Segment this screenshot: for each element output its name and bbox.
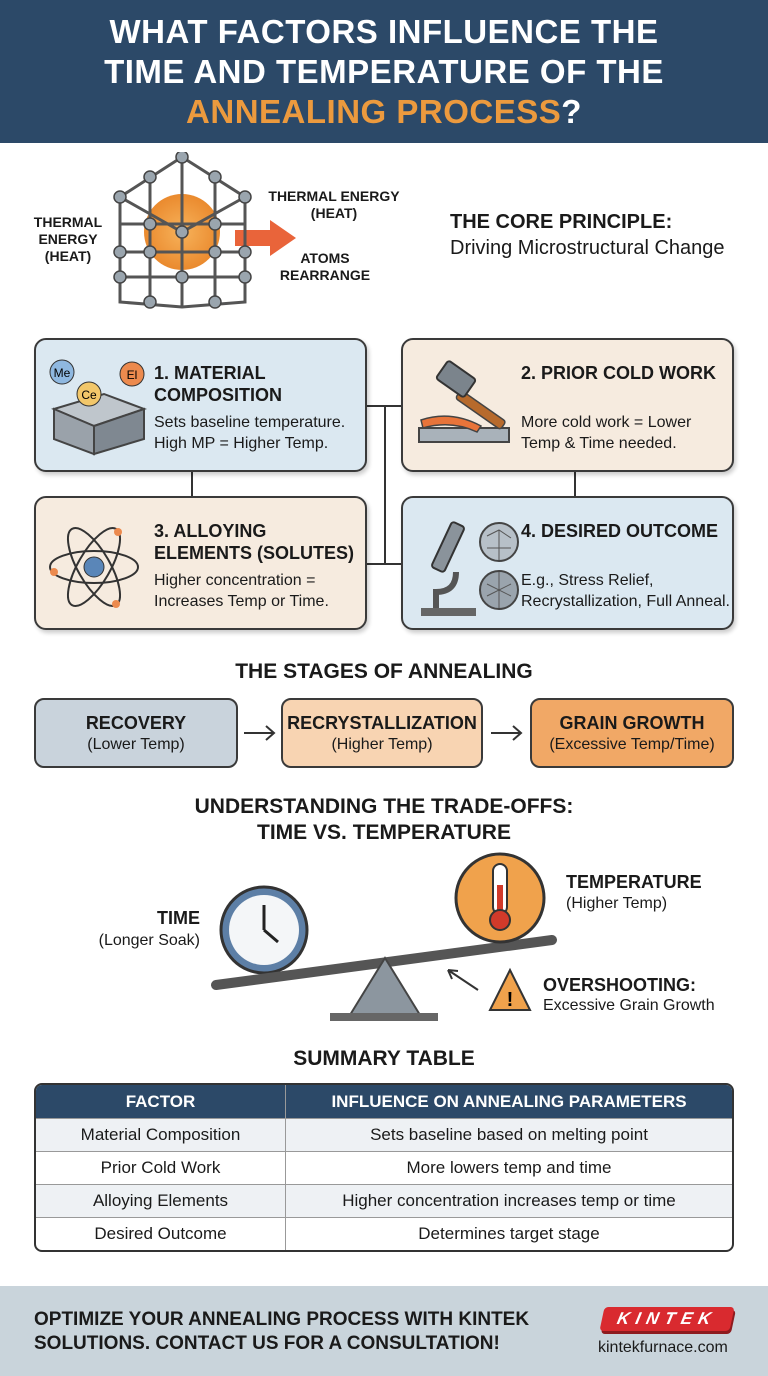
column-header: INFLUENCE ON ANNEALING PARAMETERS [286, 1085, 732, 1118]
footer-banner: OPTIMIZE YOUR ANNEALING PROCESS WITH KIN… [0, 1286, 768, 1376]
hammer-icon [418, 360, 510, 443]
summary-heading: SUMMARY TABLE [293, 1047, 475, 1070]
overshooting-label: OVERSHOOTING: [543, 975, 697, 995]
seesaw-illustration: ! [211, 852, 557, 1021]
stage-sub: (Lower Temp) [87, 735, 185, 753]
cta-line-2: SOLUTIONS. CONTACT US FOR A CONSULTATION… [34, 1333, 500, 1354]
table-cell: More lowers temp and time [286, 1151, 732, 1184]
table-cell: Desired Outcome [36, 1217, 286, 1250]
tradeoffs-heading-2: TIME VS. TEMPERATURE [257, 821, 511, 844]
factor-card-material-composition: Me Ce El 1. MATERIAL COMPOSITION Sets ba… [34, 338, 367, 472]
column-header: FACTOR [36, 1085, 286, 1118]
stage-name: RECRYSTALLIZATION [287, 712, 477, 733]
warning-icon: ! [488, 967, 532, 1011]
kintek-logo: KINTEK [599, 1307, 735, 1331]
title-end: ? [561, 92, 582, 130]
thermal-energy-left-label: THERMAL ENERGY (HEAT) [33, 214, 103, 264]
factor-desc: More cold work = Lower Temp & Time neede… [521, 414, 692, 452]
core-principle-subtitle: Driving Microstructural Change [450, 237, 725, 259]
stage-sub: (Higher Temp) [331, 735, 433, 753]
table-cell: Determines target stage [286, 1217, 732, 1250]
arrow-right-icon [491, 725, 523, 741]
connector-line [191, 472, 193, 496]
table-cell: Alloying Elements [36, 1184, 286, 1217]
crystal-lattice-icon [113, 152, 296, 309]
title-line-2: TIME AND TEMPERATURE OF THE [104, 52, 664, 90]
title-highlight: ANNEALING PROCESS [186, 92, 562, 130]
stage-grain-growth: GRAIN GROWTH (Excessive Temp/Time) [530, 698, 734, 768]
stage-name: RECOVERY [85, 712, 187, 733]
table-cell: Sets baseline based on melting point [286, 1118, 732, 1151]
table-cell: Higher concentration increases temp or t… [286, 1184, 732, 1217]
stage-sub: (Excessive Temp/Time) [549, 735, 715, 753]
table-cell: Material Composition [36, 1118, 286, 1151]
website-link[interactable]: kintekfurnace.com [598, 1339, 728, 1356]
material-block-icon: Me Ce El [49, 359, 147, 456]
clock-icon [219, 885, 309, 975]
badge-ce: Ce [81, 388, 97, 402]
connector-line [367, 563, 401, 565]
stages-heading: THE STAGES OF ANNEALING [235, 660, 533, 683]
factor-title: 2. PRIOR COLD WORK [521, 363, 717, 383]
factor-title: 3. ALLOYING ELEMENTS (SOLUTES) [154, 521, 355, 563]
factor-desc: E.g., Stress Relief, Recrystallization, … [521, 572, 730, 610]
factor-card-alloying-elements: 3. ALLOYING ELEMENTS (SOLUTES) Higher co… [34, 496, 367, 630]
stage-name: GRAIN GROWTH [559, 712, 705, 733]
temperature-label: TEMPERATURE [566, 872, 702, 892]
overshooting-sub: Excessive Grain Growth [543, 997, 715, 1014]
connector-line [384, 405, 386, 565]
connector-line [367, 405, 401, 407]
header-banner: WHAT FACTORS INFLUENCE THE TIME AND TEMP… [0, 0, 768, 143]
arrow-right-icon [244, 725, 276, 741]
connector-line [574, 472, 576, 496]
stage-recrystallization: RECRYSTALLIZATION (Higher Temp) [281, 698, 483, 768]
title-line-1: WHAT FACTORS INFLUENCE THE [109, 12, 659, 50]
atoms-rearrange-label: ATOMS REARRANGE [279, 250, 371, 283]
tradeoffs-heading-1: UNDERSTANDING THE TRADE-OFFS: [194, 795, 574, 818]
factor-title: 4. DESIRED OUTCOME [521, 521, 719, 541]
temperature-sub: (Higher Temp) [566, 895, 668, 912]
title-line-3: ANNEALING PROCESS? [186, 92, 582, 132]
stage-recovery: RECOVERY (Lower Temp) [34, 698, 238, 768]
time-label: TIME [157, 908, 200, 928]
cta-line-1: OPTIMIZE YOUR ANNEALING PROCESS WITH KIN… [34, 1309, 530, 1330]
thermal-energy-top-label: THERMAL ENERGY (HEAT) [268, 188, 400, 221]
factor-desc: Higher concentration = Increases Temp or… [154, 572, 329, 610]
factor-card-prior-cold-work: 2. PRIOR COLD WORK More cold work = Lowe… [401, 338, 734, 472]
badge-el: El [127, 368, 138, 382]
table-cell: Prior Cold Work [36, 1151, 286, 1184]
atom-icon [49, 527, 139, 608]
badge-me: Me [54, 366, 71, 380]
microscope-icon [421, 521, 519, 616]
time-sub: (Longer Soak) [98, 932, 200, 949]
factor-desc: Sets baseline temperature. High MP = Hig… [154, 414, 346, 452]
thermometer-icon [454, 852, 546, 944]
core-principle-title: THE CORE PRINCIPLE: [450, 211, 673, 233]
svg-text:!: ! [507, 989, 514, 1011]
factor-title: 1. MATERIAL COMPOSITION [154, 363, 283, 405]
factor-card-desired-outcome: 4. DESIRED OUTCOME E.g., Stress Relief, … [401, 496, 734, 630]
